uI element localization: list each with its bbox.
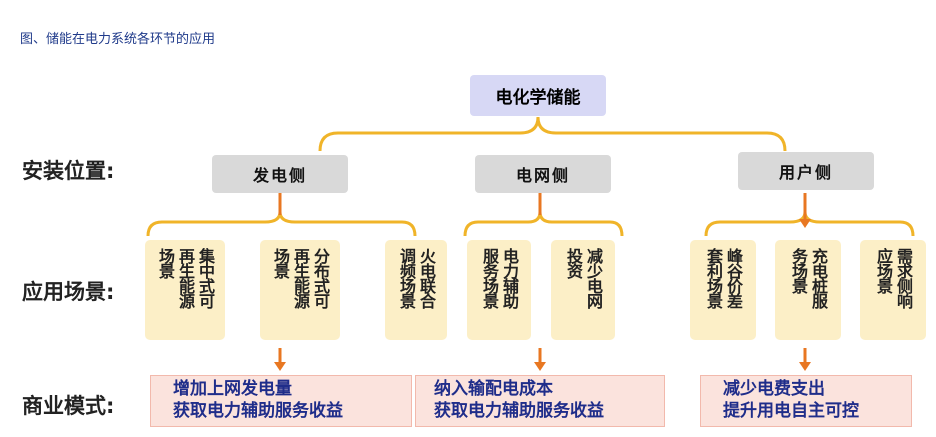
scene-card-ancillary-service: 电力辅助 服务场景 — [467, 240, 531, 340]
install-grid-side: 电网侧 — [475, 155, 611, 193]
install-generation-side: 发电侧 — [212, 155, 348, 193]
scene-card-distributed-renewable: 分布式可 再生能源 场景 — [260, 240, 340, 340]
scene-card-thermal-fm: 火电联合 调频场景 — [385, 240, 447, 340]
biz-arrow-head-user — [799, 362, 811, 371]
scene-text: 场景 — [156, 248, 175, 278]
scene-text: 应场景 — [874, 248, 893, 293]
row-label-scenario: 应用场景: — [22, 280, 115, 304]
scene-card-peak-valley-arbitrage: 峰谷价差 套利场景 — [690, 240, 756, 340]
user-bracket — [704, 211, 915, 237]
business-generation: 增加上网发电量 获取电力辅助服务收益 — [150, 375, 412, 427]
business-line: 增加上网发电量 — [173, 379, 292, 399]
row-label-install: 安装位置: — [22, 159, 115, 183]
scene-text: 投资 — [564, 248, 583, 278]
scene-text: 调频场景 — [397, 248, 416, 308]
scene-text: 再生能源 — [291, 248, 310, 308]
arrow-head-user — [799, 219, 811, 228]
root-bracket — [318, 116, 787, 152]
business-line: 纳入输配电成本 — [434, 379, 553, 399]
business-grid: 纳入输配电成本 获取电力辅助服务收益 — [415, 375, 665, 427]
scene-text: 峰谷价差 — [724, 248, 743, 308]
business-line: 减少电费支出 — [723, 379, 825, 399]
biz-arrow-head-grid — [534, 362, 546, 371]
scene-text: 场景 — [271, 248, 290, 278]
scene-card-demand-response: 需求侧响 应场景 — [860, 240, 926, 340]
scene-text: 套利场景 — [704, 248, 723, 308]
scene-text: 充电桩服 — [809, 248, 828, 308]
scene-text: 分布式可 — [311, 248, 330, 308]
scene-text: 火电联合 — [417, 248, 436, 308]
business-line: 获取电力辅助服务收益 — [434, 401, 604, 421]
business-line: 获取电力辅助服务收益 — [173, 401, 343, 421]
business-line: 提升用电自主可控 — [723, 401, 859, 421]
root-node: 电化学储能 — [470, 75, 606, 116]
scene-card-centralized-renewable: 集中式可 再生能源 场景 — [145, 240, 225, 340]
figure-title: 图、储能在电力系统各环节的应用 — [20, 32, 216, 47]
generation-bracket — [146, 211, 417, 237]
row-label-business: 商业模式: — [22, 394, 115, 418]
scene-card-reduce-grid-investment: 减少电网 投资 — [551, 240, 615, 340]
grid-bracket — [463, 211, 624, 237]
scene-text: 电力辅助 — [500, 248, 519, 308]
scene-text: 务场景 — [789, 248, 808, 293]
scene-text: 再生能源 — [176, 248, 195, 308]
biz-arrow-head-generation — [274, 362, 286, 371]
scene-text: 集中式可 — [196, 248, 215, 308]
install-user-side: 用户侧 — [738, 152, 874, 190]
scene-text: 服务场景 — [480, 248, 499, 308]
business-user: 减少电费支出 提升用电自主可控 — [700, 375, 912, 427]
scene-text: 需求侧响 — [894, 248, 913, 308]
scene-card-charging-pile: 充电桩服 务场景 — [775, 240, 841, 340]
scene-text: 减少电网 — [584, 248, 603, 308]
